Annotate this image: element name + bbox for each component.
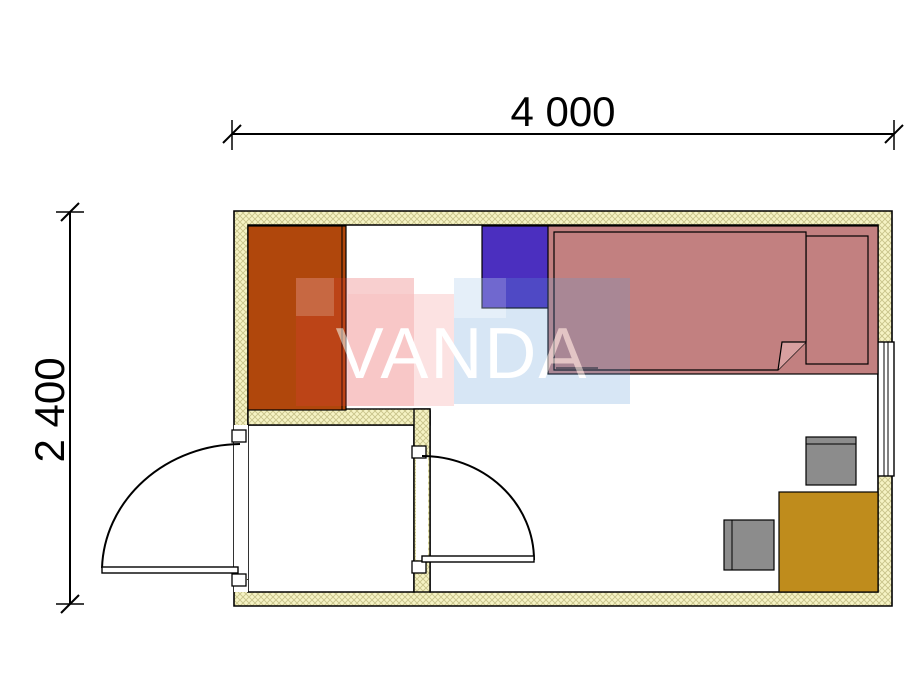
wardrobe — [247, 225, 347, 411]
height-dimension: 2 400 — [26, 202, 84, 614]
desk — [778, 491, 879, 593]
window — [877, 341, 895, 477]
watermark-text: VANDA — [336, 314, 589, 394]
height-dimension-label: 2 400 — [26, 357, 73, 462]
chair-lower — [723, 519, 775, 571]
width-dimension-label: 4 000 — [510, 88, 615, 135]
bathroom-door — [421, 455, 535, 563]
watermark-logo: VANDA — [296, 278, 630, 406]
door-openings — [231, 429, 428, 587]
entrance-door — [101, 443, 241, 574]
bed — [547, 225, 879, 375]
width-dimension: 4 000 — [222, 88, 904, 150]
nightstand — [481, 225, 551, 309]
chair-upper — [805, 436, 857, 486]
